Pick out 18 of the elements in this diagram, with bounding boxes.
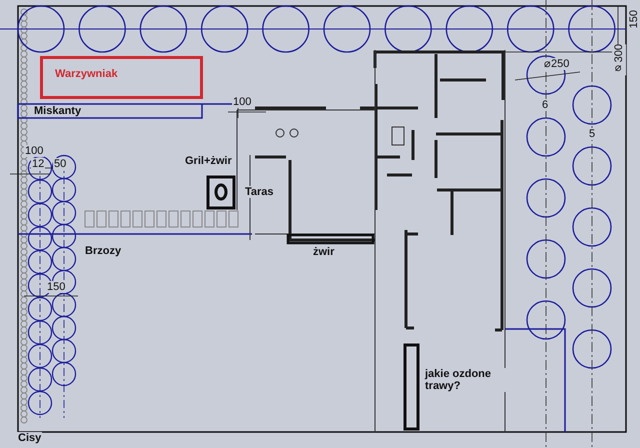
- row-number: 5: [588, 128, 596, 140]
- garden-bed: [40, 56, 203, 99]
- plant-label: Miskanty: [33, 105, 82, 118]
- plant-label: Brzozy: [84, 245, 122, 258]
- dimension-label: ⌀300: [612, 44, 626, 76]
- dimension-label: 150: [46, 281, 66, 294]
- dimension-label: 150: [627, 10, 640, 28]
- area-label: Gril+żwir: [184, 155, 233, 168]
- dimension-label: 50: [53, 158, 68, 170]
- dimension-label: 12: [31, 158, 46, 170]
- area-label: Taras: [244, 186, 275, 198]
- row-number: 6: [541, 99, 550, 112]
- dimension-label: 100: [24, 145, 44, 158]
- plant-label: Cisy: [17, 432, 42, 444]
- dimension-label: ⌀250: [543, 58, 570, 70]
- dimension-label: 100: [232, 96, 252, 108]
- bed-label: Warzywniak: [55, 68, 118, 80]
- note-text: jakie ozdone trawy?: [424, 368, 506, 392]
